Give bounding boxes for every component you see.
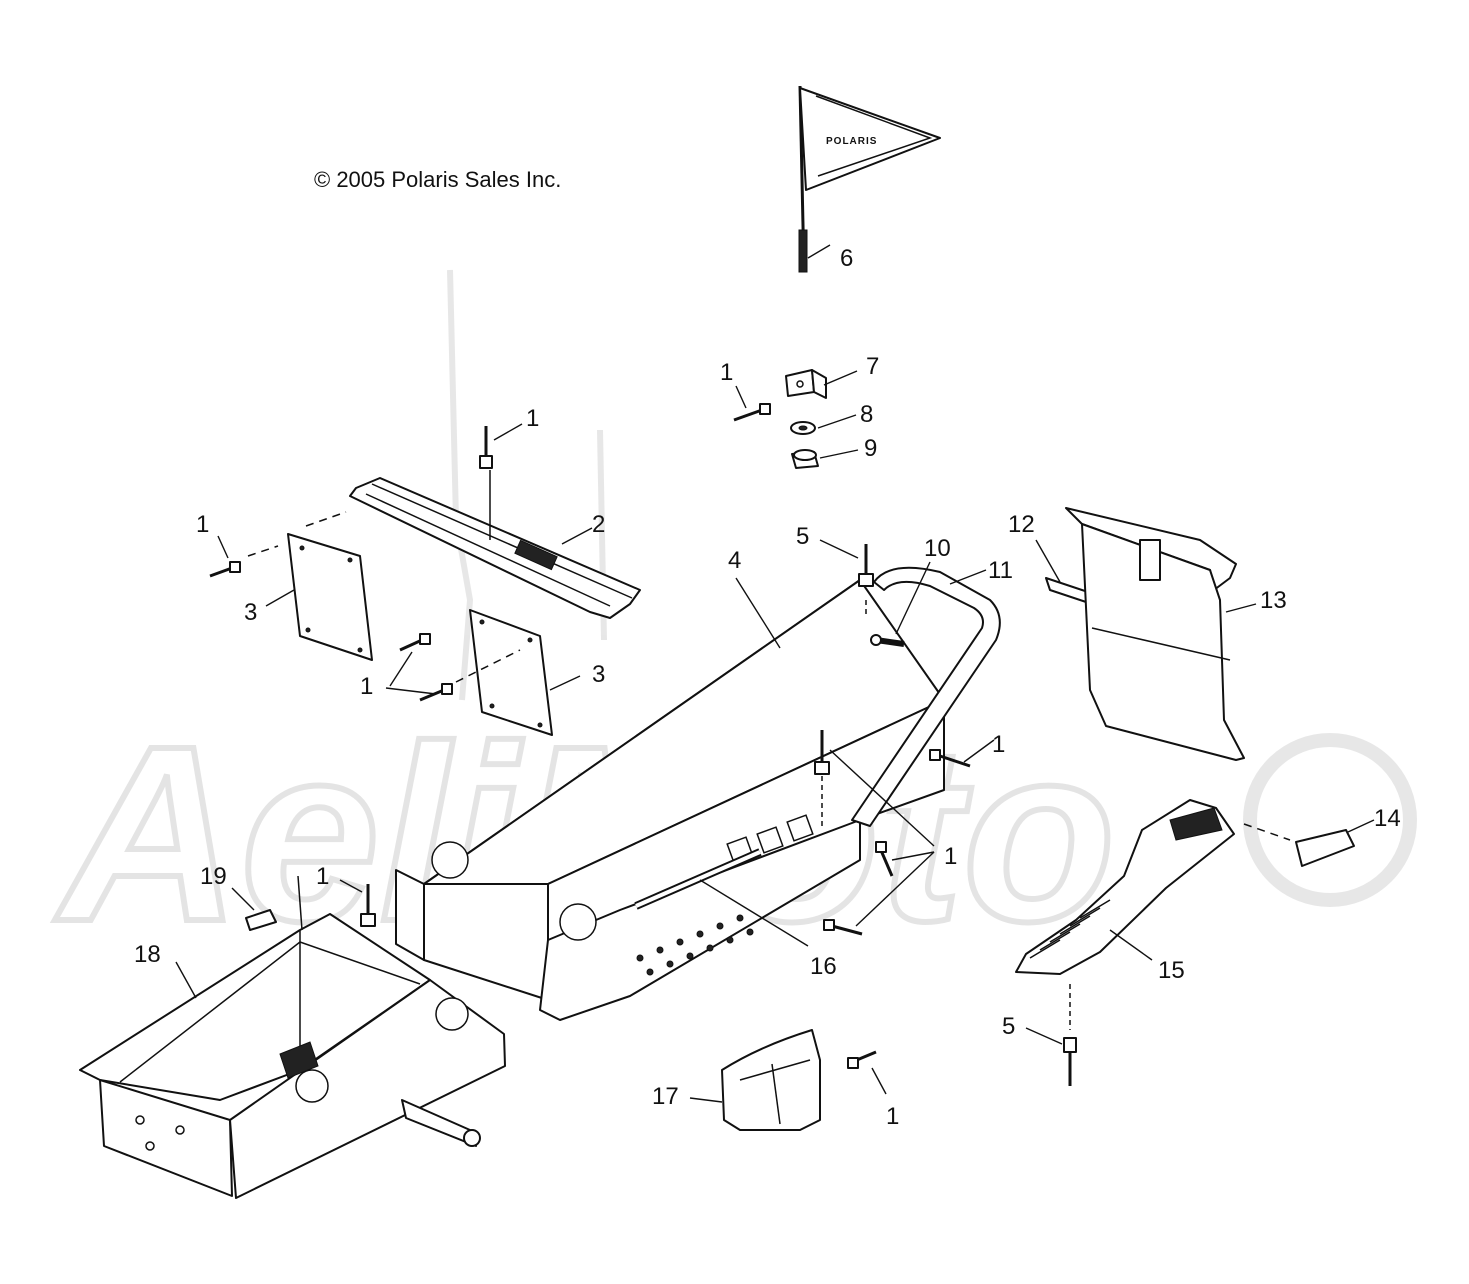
part-15-tail-cover[interactable]: [1015, 799, 1235, 975]
label-6: 6: [840, 245, 853, 272]
part-8-washer[interactable]: [790, 414, 857, 435]
tail-vent-slots: [1029, 899, 1111, 959]
label-1a: 1: [720, 359, 733, 386]
label-12: 12: [1008, 511, 1035, 538]
label-13: 13: [1260, 587, 1287, 614]
label-5a: 5: [796, 523, 809, 550]
bolt-panel-low[interactable]: [385, 649, 521, 702]
part-18-bulkhead[interactable]: [79, 875, 506, 1199]
part-10-pin[interactable]: [870, 561, 931, 647]
tunnel-vent-holes: [726, 814, 814, 864]
footrest-perforations: [636, 914, 754, 976]
callout-labels: 1 1 1 1 1 1 1 1 2 3 3 4 5 5 6 7 8 9 10 1…: [134, 245, 1401, 1130]
part-17-guard[interactable]: [689, 1029, 821, 1131]
label-14: 14: [1374, 805, 1401, 832]
label-1g: 1: [316, 863, 329, 890]
part-14-reflector[interactable]: [1243, 819, 1375, 867]
part-13-rear-flap[interactable]: [1065, 507, 1257, 761]
part-9-nut[interactable]: [791, 449, 859, 469]
label-1c: 1: [196, 511, 209, 538]
part-3-side-panel-left[interactable]: [265, 533, 373, 661]
label-10: 10: [924, 535, 951, 562]
part-5-bolt-upper[interactable]: [819, 539, 874, 616]
part-5-bolt-lower[interactable]: [1025, 984, 1077, 1086]
label-16: 16: [810, 953, 837, 980]
label-1e: 1: [992, 731, 1005, 758]
bolt-bulkhead[interactable]: [339, 879, 376, 927]
label-18: 18: [134, 941, 161, 968]
label-1b: 1: [526, 405, 539, 432]
label-9: 9: [864, 435, 877, 462]
part-3-side-panel-right[interactable]: [469, 609, 581, 736]
label-11: 11: [988, 557, 1013, 584]
label-3b: 3: [592, 661, 605, 688]
label-15: 15: [1158, 957, 1185, 984]
label-1f: 1: [944, 843, 957, 870]
label-7: 7: [866, 353, 879, 380]
part-6-flag-whip[interactable]: POLARIS: [798, 85, 941, 273]
label-1d: 1: [360, 673, 373, 700]
part-19-clip[interactable]: [231, 887, 277, 931]
label-19: 19: [200, 863, 227, 890]
bulkhead-arm[interactable]: [401, 1099, 481, 1147]
label-17: 17: [652, 1083, 679, 1110]
part-16-footrest-bar[interactable]: [634, 848, 809, 947]
bolt-panel-upper[interactable]: [209, 511, 347, 578]
label-2: 2: [592, 511, 605, 538]
bolt-side-right-2[interactable]: [814, 730, 935, 847]
label-1h: 1: [886, 1103, 899, 1130]
part-2-rail[interactable]: [349, 477, 641, 619]
bolt-side-right-1[interactable]: [929, 739, 995, 768]
copyright-text: © 2005 Polaris Sales Inc.: [314, 167, 561, 192]
part-7-flag-bracket[interactable]: [785, 369, 858, 399]
bolt-flag[interactable]: [733, 385, 771, 422]
bolt-side-right-4[interactable]: [823, 851, 935, 936]
label-5b: 5: [1002, 1013, 1015, 1040]
bolt-panel-mid[interactable]: [389, 633, 431, 687]
label-8: 8: [860, 401, 873, 428]
label-3a: 3: [244, 599, 257, 626]
part-4-tunnel[interactable]: [395, 577, 945, 1021]
flag-logo: POLARIS: [826, 136, 877, 147]
bolt-rail[interactable]: [479, 423, 523, 540]
label-4: 4: [728, 547, 741, 574]
bolt-side-right-3[interactable]: [875, 841, 935, 877]
part-11-rear-bumper[interactable]: [851, 566, 1001, 827]
bolt-guard[interactable]: [847, 1050, 887, 1095]
